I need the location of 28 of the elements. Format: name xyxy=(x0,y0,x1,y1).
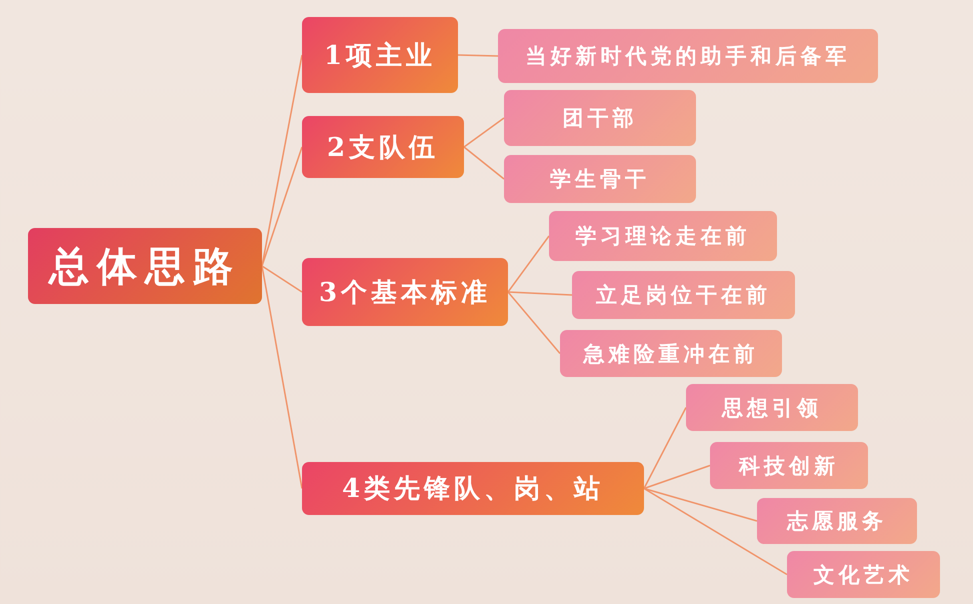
category-box: 4类先锋队、岗、站 xyxy=(302,462,644,515)
item-box: 文化艺术 xyxy=(787,551,940,598)
connector-line xyxy=(507,292,561,354)
item-box: 急难险重冲在前 xyxy=(560,330,782,377)
topic-box: 总体思路 xyxy=(28,228,262,304)
connector-line xyxy=(643,407,687,489)
connector-line xyxy=(507,236,550,292)
connector-line xyxy=(464,117,504,148)
connector-line xyxy=(644,464,710,490)
connector-line xyxy=(464,146,504,180)
item-box: 学生骨干 xyxy=(504,155,696,203)
connector-line xyxy=(644,488,758,522)
connector-line xyxy=(508,291,572,296)
item-box: 志愿服务 xyxy=(757,498,917,544)
item-box: 科技创新 xyxy=(710,442,868,489)
connector-line xyxy=(261,146,303,266)
category-box: 3个基本标准 xyxy=(302,258,508,326)
connector-line xyxy=(262,265,302,293)
connector-line xyxy=(644,488,788,576)
connector-line xyxy=(261,266,303,489)
item-box: 立足岗位干在前 xyxy=(572,271,795,319)
item-box: 学习理论走在前 xyxy=(549,211,777,261)
category-box: 2支队伍 xyxy=(302,116,464,178)
item-box: 团干部 xyxy=(504,90,696,146)
item-box: 思想引领 xyxy=(686,384,858,431)
connector-line xyxy=(458,54,498,57)
category-box: 1项主业 xyxy=(302,17,458,93)
item-box: 当好新时代党的助手和后备军 xyxy=(498,29,878,83)
